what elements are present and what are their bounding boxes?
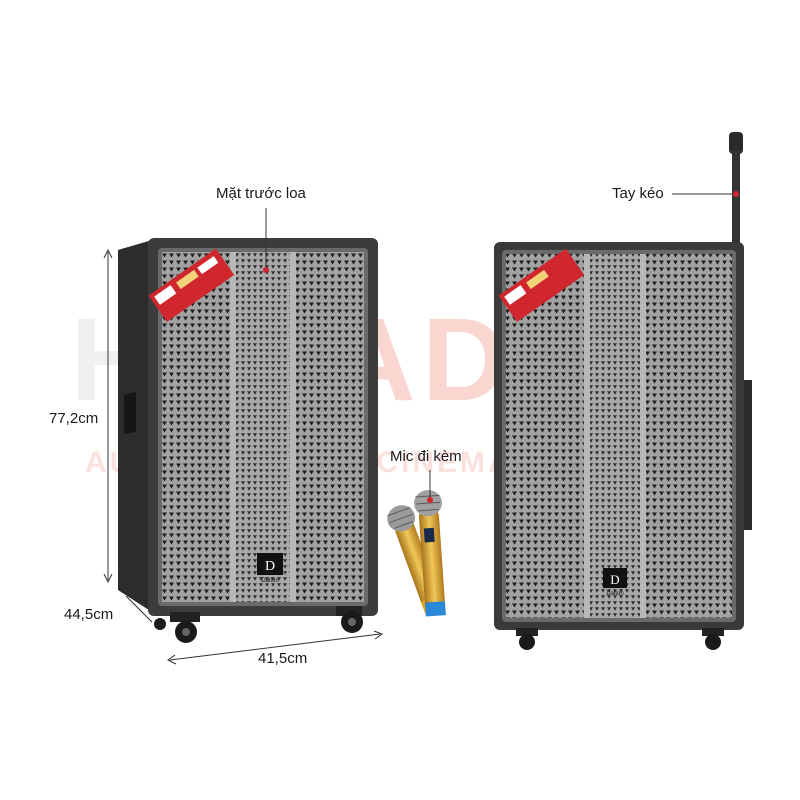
left-speaker-center-slot — [236, 252, 290, 602]
mic-label: Mic đi kèm — [390, 448, 462, 465]
right-logo-glyph: D — [610, 572, 619, 587]
logo-glyph: D — [265, 559, 275, 574]
handle-label: Tay kéo — [612, 185, 664, 202]
right-speaker-logo-badge — [603, 568, 627, 588]
right-warranty-sticker — [498, 248, 585, 322]
handle-pointer-dot — [733, 191, 739, 197]
dimension-lines — [103, 208, 384, 665]
left-speaker: D Dalton — [118, 238, 378, 643]
height-dimension: 77,2cm — [49, 410, 99, 427]
depth-dimension: 44,5cm — [64, 606, 114, 623]
right-speaker-wheels — [516, 628, 724, 650]
left-speaker-logo-badge — [257, 553, 283, 575]
left-speaker-wheels — [154, 606, 363, 643]
width-dimension: 41,5cm — [258, 650, 308, 667]
right-speaker: D Dalton — [494, 132, 752, 650]
front-label: Mặt trước loa — [216, 185, 306, 202]
warranty-sticker — [148, 248, 235, 322]
left-speaker-brand: Dalton — [261, 578, 278, 584]
side-handle-recess — [124, 392, 136, 434]
microphones — [387, 470, 446, 617]
front-pointer-dot — [263, 267, 269, 273]
right-speaker-center-slot — [590, 254, 640, 618]
right-speaker-brand: Dalton — [606, 591, 623, 597]
